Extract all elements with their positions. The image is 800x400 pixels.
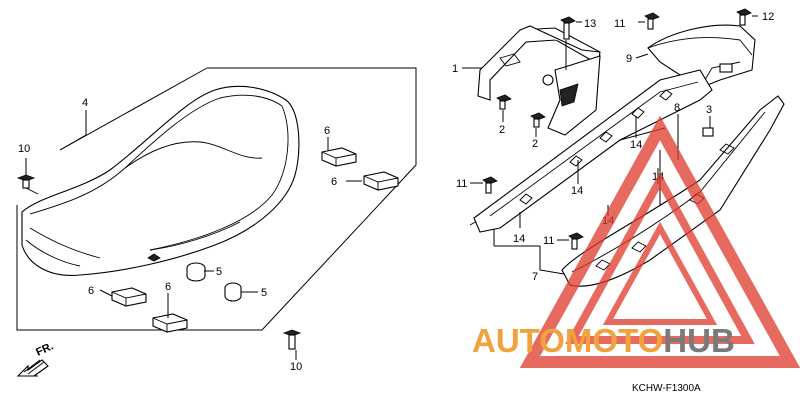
- callout-11-low: 11: [543, 235, 554, 247]
- front-direction-arrow: FR.: [16, 340, 55, 377]
- cushion-block-2: [363, 171, 399, 191]
- callout-2-a: 2: [499, 124, 505, 136]
- callout-6-a: 6: [324, 125, 330, 137]
- bolt-12: [736, 8, 752, 26]
- callout-14-b: 14: [571, 185, 583, 197]
- bolt-13: [560, 16, 576, 40]
- diagram-code: KCHW-F1300A: [632, 383, 701, 394]
- callout-4: 4: [82, 97, 88, 109]
- bolt-2-b: [530, 112, 546, 128]
- watermark-text-part2: HUB: [663, 322, 735, 359]
- front-direction-label: FR.: [34, 340, 55, 358]
- callout-5-a: 5: [216, 266, 222, 278]
- callout-10-top: 10: [18, 143, 30, 155]
- bolt-11-top: [644, 12, 660, 30]
- callout-14-a: 14: [630, 139, 642, 151]
- rubber-mount-1: [186, 262, 206, 282]
- callout-6-b: 6: [331, 176, 337, 188]
- cushion-block-4: [152, 313, 188, 333]
- rubber-mount-2: [224, 282, 242, 302]
- callout-7: 7: [532, 271, 538, 283]
- tail-cowl-upper: [647, 24, 756, 89]
- callout-5-b: 5: [261, 287, 267, 299]
- watermark-text: AUTOMOTOHUB: [472, 322, 735, 359]
- callout-2-b: 2: [532, 138, 538, 150]
- seat: [21, 85, 300, 276]
- callout-8: 8: [674, 102, 680, 114]
- watermark-text-part1: AUTOMOTO: [472, 322, 663, 359]
- bolt-11-mid: [482, 176, 498, 194]
- side-cowl-left: [473, 69, 713, 233]
- grommet-3: [702, 127, 714, 137]
- callout-9: 9: [626, 53, 632, 65]
- callout-6-c: 6: [88, 285, 94, 297]
- watermark: AUTOMOTOHUB: [472, 115, 800, 368]
- grab-rail: [477, 25, 601, 136]
- seat-box-outline: [16, 67, 417, 331]
- cushion-block-1: [321, 147, 357, 167]
- callout-13: 13: [584, 18, 596, 30]
- callout-1: 1: [452, 63, 458, 75]
- seat-group: [16, 67, 417, 360]
- callout-11-top: 11: [614, 18, 625, 30]
- callout-6-d: 6: [165, 281, 171, 293]
- bolt-2-a: [496, 94, 512, 110]
- cushion-block-3: [111, 287, 147, 307]
- arrow-down-left-icon: [16, 359, 49, 377]
- bolt-11-low: [568, 232, 584, 250]
- callout-12: 12: [762, 11, 774, 23]
- callout-3: 3: [706, 104, 712, 116]
- callout-10-bottom: 10: [290, 361, 302, 373]
- watermark-triangle-logo: [519, 115, 800, 368]
- callout-11-mid: 11: [456, 178, 467, 190]
- callout-14-e: 14: [513, 233, 525, 245]
- bolt-10-bottom: [282, 329, 302, 350]
- bolt-10-left: [16, 174, 39, 195]
